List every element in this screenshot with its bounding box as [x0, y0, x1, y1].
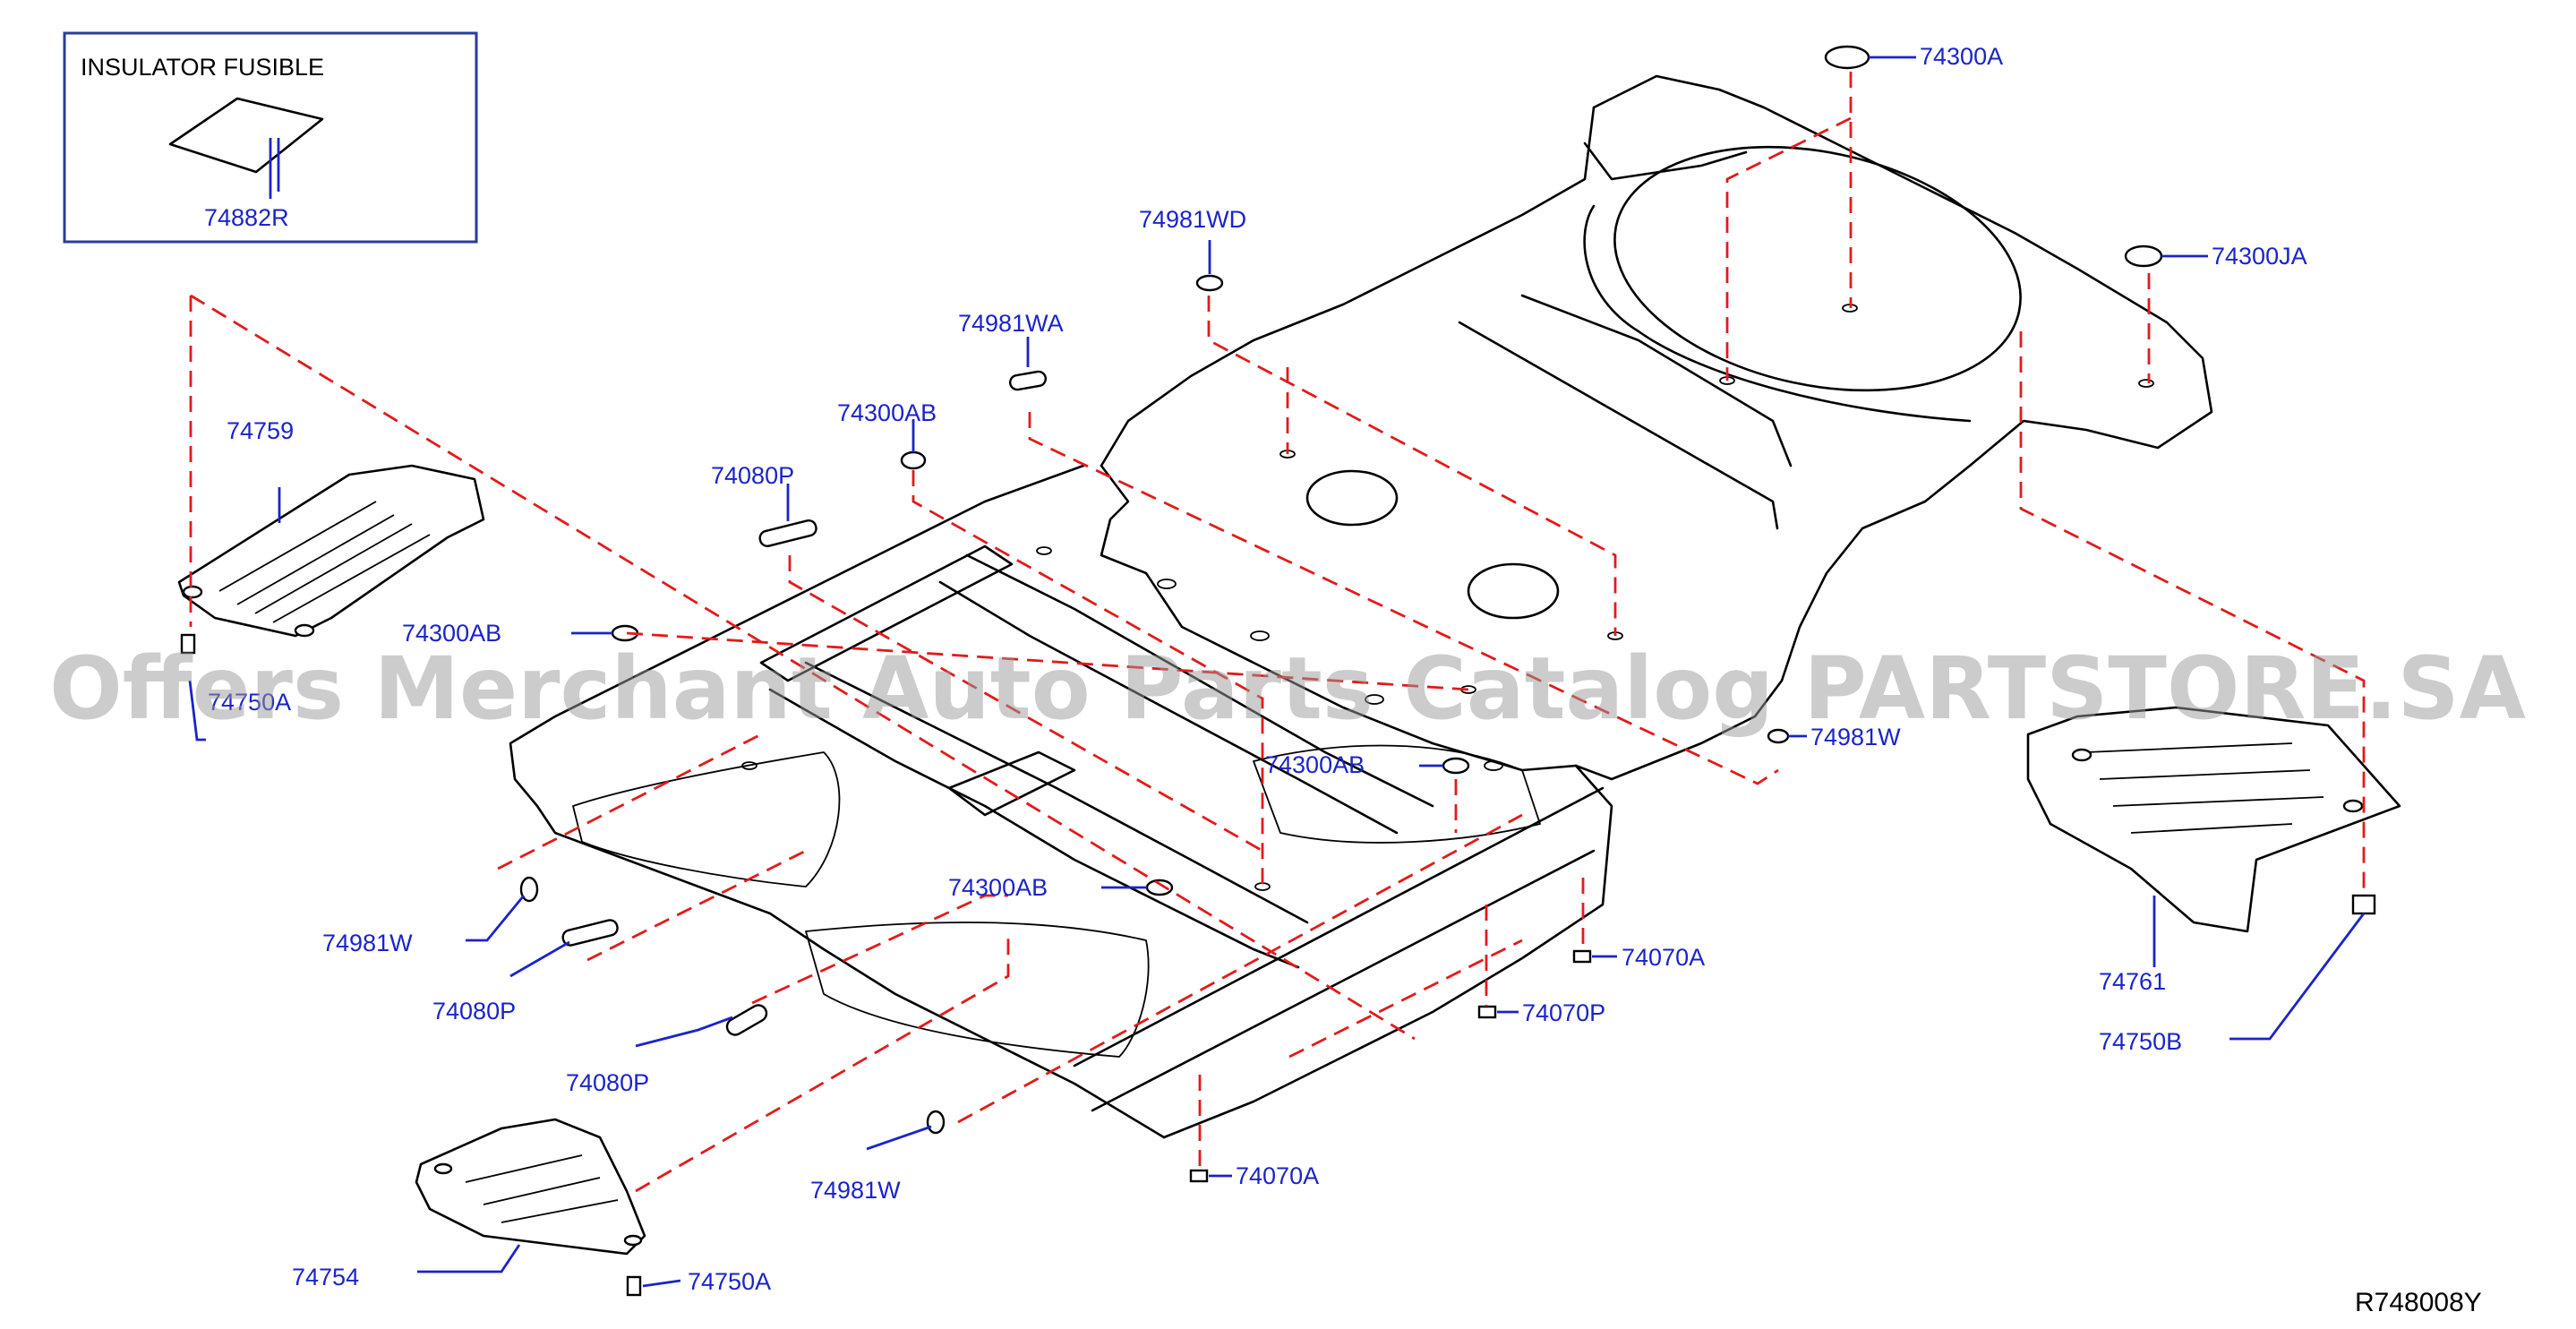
legend-title: INSULATOR FUSIBLE — [81, 54, 324, 81]
part-labels: 74300A 74300JA 74981WD 74981WA 74300AB 7… — [208, 43, 2307, 1295]
plug-74080P-low-icon — [725, 1004, 768, 1036]
plug-74080P-top-icon — [758, 519, 817, 547]
nut-74750A-left-icon — [180, 633, 196, 655]
plug-74300AB-mid-icon — [1442, 757, 1470, 775]
slot-markers — [741, 304, 2154, 891]
reference-code: R748008Y — [2355, 1288, 2482, 1317]
part-label-74981W-left[interactable]: 74981W — [322, 930, 413, 956]
plug-74300A-icon — [1824, 45, 1870, 70]
legend-frame — [63, 31, 478, 244]
grommet-74981W-low-icon — [926, 1110, 946, 1135]
part-label-74300A[interactable]: 74300A — [1920, 43, 2003, 70]
part-label-74300JA[interactable]: 74300JA — [2212, 243, 2307, 270]
floor-assembly — [509, 74, 2213, 1139]
part-label-74754[interactable]: 74754 — [292, 1264, 359, 1290]
part-label-74981W-low[interactable]: 74981W — [810, 1177, 901, 1204]
plug-74300JA-icon — [2124, 244, 2163, 268]
part-label-74750A-left[interactable]: 74750A — [208, 689, 291, 716]
part-label-74080P-left[interactable]: 74080P — [432, 998, 516, 1025]
grommet-74981WD-icon — [1195, 274, 1224, 292]
insulator-74754 — [415, 1118, 646, 1256]
part-label-74761[interactable]: 74761 — [2099, 968, 2166, 995]
plug-74981WA-icon — [1008, 370, 1048, 391]
part-label-74080P-low[interactable]: 74080P — [566, 1069, 649, 1096]
part-label-74070A-upper[interactable]: 74070A — [1622, 944, 1705, 971]
insulator-74761 — [2026, 706, 2401, 933]
part-label-74300AB-top[interactable]: 74300AB — [837, 399, 937, 426]
fusible-insulator-icon — [168, 97, 324, 174]
part-label-74981WD[interactable]: 74981WD — [1139, 206, 1246, 233]
insulator-74759 — [177, 464, 485, 638]
part-label-74070P[interactable]: 74070P — [1522, 999, 1605, 1026]
nut-74750B-icon — [2351, 894, 2376, 915]
small-parts — [180, 45, 2376, 1297]
nut-74750A-bottom-icon — [626, 1275, 642, 1297]
part-label-74882R[interactable]: 74882R — [204, 204, 289, 231]
legend-box: INSULATOR FUSIBLE 74882R — [63, 31, 478, 244]
assembly-lines — [189, 72, 2366, 1193]
clip-74070P-icon — [1477, 1005, 1497, 1019]
leader-lines — [188, 56, 2366, 1288]
part-label-74750A-bottom[interactable]: 74750A — [688, 1268, 771, 1295]
part-label-74759[interactable]: 74759 — [227, 417, 294, 444]
part-label-74750B[interactable]: 74750B — [2099, 1028, 2182, 1055]
grommet-74981W-left-icon — [519, 876, 539, 903]
part-label-74300AB-low[interactable]: 74300AB — [948, 874, 1048, 901]
plug-74300AB-top-icon — [900, 450, 927, 470]
part-label-74981W-right[interactable]: 74981W — [1810, 724, 1901, 750]
part-label-74300AB-mid[interactable]: 74300AB — [1265, 751, 1365, 778]
plug-74080P-left-icon — [561, 919, 619, 947]
part-label-74300AB-left[interactable]: 74300AB — [402, 620, 501, 647]
clip-74070A-upper-icon — [1572, 949, 1592, 964]
part-label-74070A-lower[interactable]: 74070A — [1236, 1162, 1319, 1189]
part-label-74080P-top[interactable]: 74080P — [711, 462, 794, 489]
clip-74070A-lower-icon — [1189, 1169, 1209, 1183]
part-label-74981WA[interactable]: 74981WA — [958, 310, 1064, 337]
watermark: Offers Merchant Auto Parts Catalog PARTS… — [49, 639, 2526, 739]
